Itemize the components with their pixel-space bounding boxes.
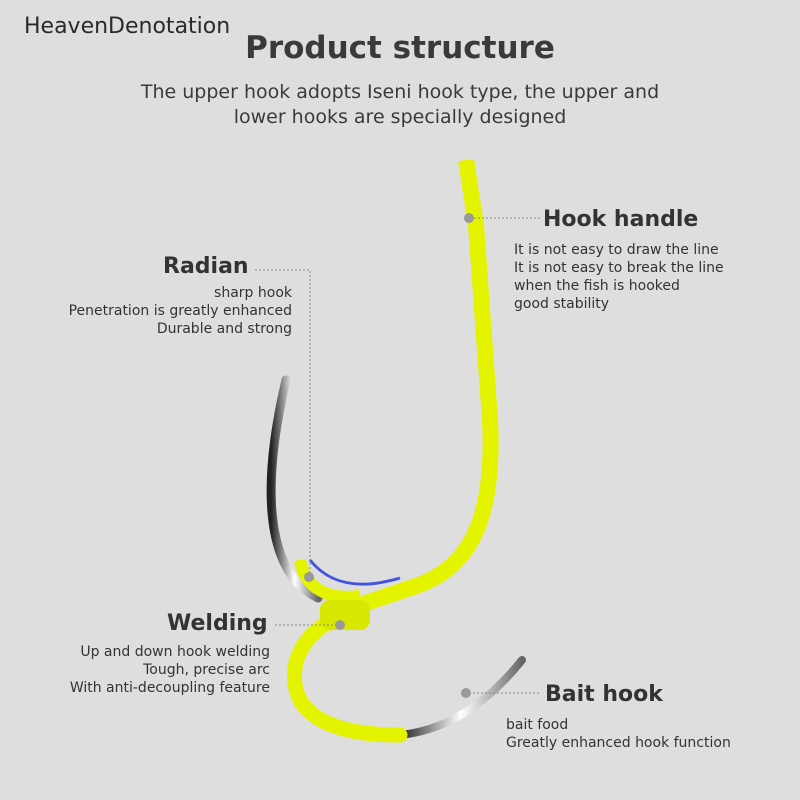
desc-line: Penetration is greatly enhanced — [68, 303, 292, 319]
desc-line: It is not easy to draw the line — [514, 242, 719, 258]
bait-hook-desc: bait food Greatly enhanced hook function — [506, 716, 731, 752]
desc-line: good stability — [514, 296, 610, 312]
subtitle-line: lower hooks are specially designed — [233, 106, 567, 128]
desc-line: With anti-decoupling feature — [69, 680, 270, 696]
desc-line: bait food — [506, 717, 569, 733]
subtitle-line: The upper hook adopts Iseni hook type, t… — [140, 81, 660, 103]
hook-shank — [342, 158, 499, 618]
radian-label: Radian — [163, 254, 249, 279]
hook-handle-label: Hook handle — [543, 207, 699, 232]
hook-handle-desc: It is not easy to draw the line It is no… — [514, 241, 724, 313]
desc-line: It is not easy to break the line — [514, 260, 724, 276]
welding-label: Welding — [167, 611, 268, 636]
desc-line: Durable and strong — [156, 321, 292, 337]
upper-barb — [266, 375, 323, 603]
bait-hook-label: Bait hook — [545, 682, 663, 707]
desc-line: Greatly enhanced hook function — [506, 735, 731, 751]
radian-desc: sharp hook Penetration is greatly enhanc… — [69, 284, 292, 338]
bait-barb — [396, 656, 526, 739]
desc-line: Tough, precise arc — [143, 662, 270, 678]
upper-hook-yellow — [294, 558, 361, 603]
page-title: Product structure — [245, 30, 555, 66]
lower-hook — [286, 607, 408, 743]
watermark: HeavenDenotation — [24, 14, 231, 39]
desc-line: Up and down hook welding — [80, 644, 270, 660]
desc-line: when the fish is hooked — [514, 278, 680, 294]
welding-desc: Up and down hook welding Tough, precise … — [70, 643, 270, 697]
desc-line: sharp hook — [214, 285, 292, 301]
